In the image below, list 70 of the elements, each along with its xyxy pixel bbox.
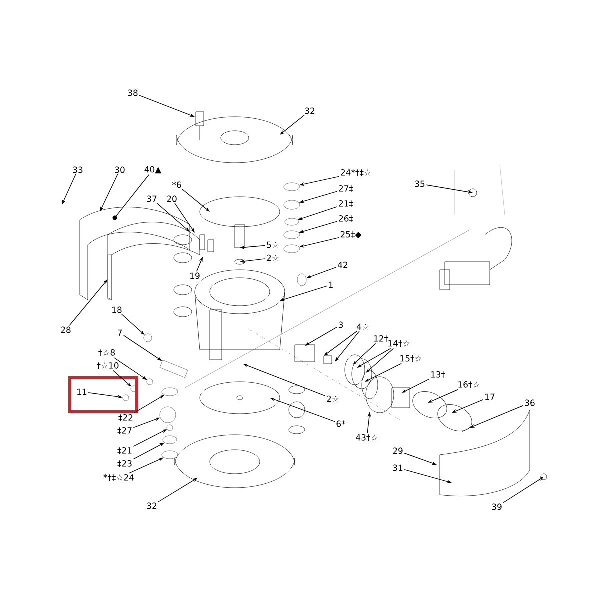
callout-number: *6 [172, 182, 182, 188]
callout-number: 39 [492, 504, 502, 510]
callout-number: †☆8 [98, 349, 116, 357]
leader-line [366, 348, 394, 373]
ring-part [284, 200, 300, 210]
callout-number: 32 [147, 502, 157, 510]
callout-number: 43†☆ [356, 434, 378, 442]
callout-number: 19 [190, 272, 200, 280]
callout-number: 13† [431, 371, 446, 379]
bar-part [160, 360, 188, 378]
callout-number: 21‡ [339, 200, 354, 208]
ring-part [160, 406, 176, 424]
callout-number: 31 [393, 464, 403, 472]
callout-number: 6* [336, 420, 346, 428]
callout-number: 30 [115, 166, 125, 174]
callout-number: 17 [486, 394, 495, 400]
callout-number: *†‡☆24 [104, 474, 134, 482]
callout-number: 33 [73, 166, 83, 174]
callout-number: 24*†‡☆ [341, 169, 371, 177]
callout-number: 14†☆ [388, 340, 410, 348]
leader-line [116, 174, 150, 216]
leader-line [280, 115, 305, 135]
ring-part [162, 436, 178, 444]
callout-number: 5☆ [267, 242, 279, 248]
callout-number: 3 [338, 322, 344, 328]
callout-number: ‡23 [118, 460, 132, 468]
callout-number: 12† [374, 335, 388, 343]
callout-number: 2☆ [327, 396, 339, 402]
callout-number: 20 [167, 196, 177, 202]
ring-part [146, 378, 154, 386]
ring-part [162, 388, 178, 396]
callout-number: 16†☆ [458, 381, 480, 389]
callout-number: 40▲ [144, 166, 162, 174]
callout-number: 1 [329, 282, 333, 288]
callout-number: 36 [525, 400, 535, 406]
callout-number: 7 [118, 330, 122, 336]
ring-part [284, 218, 300, 226]
ring-part [144, 334, 152, 342]
callout-number: 2☆ [267, 254, 279, 262]
callout-number: 38 [128, 90, 138, 96]
ring-part [284, 244, 300, 254]
callout-number: 11 [78, 388, 87, 396]
callout-number: 35 [415, 180, 425, 188]
ring-part [122, 394, 130, 402]
callout-number: ‡27 [118, 427, 132, 435]
ring-part [166, 424, 174, 432]
callout-number: 28 [61, 326, 71, 334]
callout-number: 18 [112, 306, 122, 314]
leader-line [182, 189, 210, 212]
callout-number: 25‡◆ [340, 231, 362, 239]
callout-number: 32 [305, 108, 315, 114]
callout-number: ‡21 [118, 447, 132, 455]
callout-number: 37 [147, 196, 157, 202]
ring-part [162, 450, 178, 460]
ring-part [297, 274, 307, 286]
callout-number: 29 [393, 448, 403, 454]
leader-line [335, 330, 360, 362]
ring-part [284, 230, 300, 240]
callout-number: †☆10 [96, 362, 119, 370]
callout-number: 4☆ [356, 324, 369, 330]
callout-number: 26‡ [339, 215, 354, 223]
callout-number: 42 [338, 262, 348, 268]
leader-line [353, 343, 376, 365]
ring-part [284, 182, 300, 192]
callout-number: 27‡ [339, 185, 354, 193]
ring-part [130, 386, 138, 392]
callout-number: ‡22 [118, 414, 133, 422]
callout-number: 15†☆ [400, 356, 422, 362]
leader-line [156, 203, 190, 232]
bar-part [108, 254, 112, 300]
